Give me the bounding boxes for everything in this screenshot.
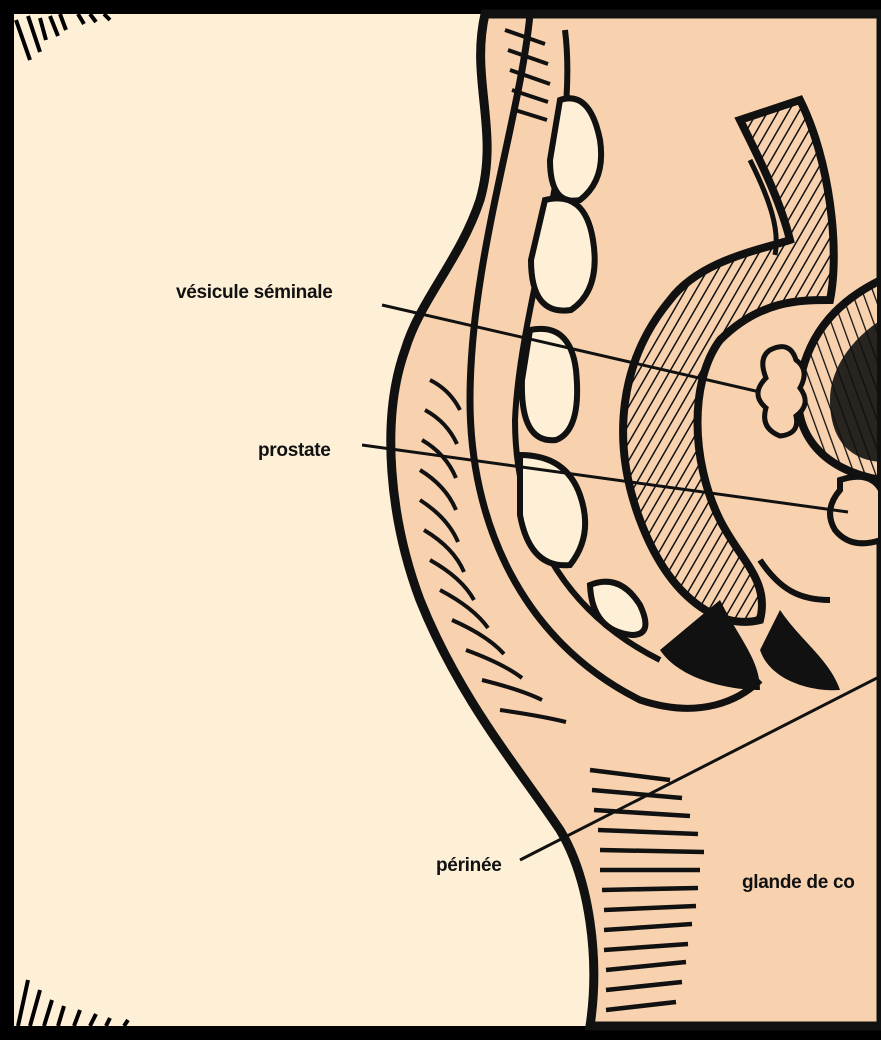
label-perinee: périnée [436,856,502,875]
seminal-vesicle [758,347,805,436]
label-vesicule-seminale: vésicule séminale [176,283,333,302]
label-glande-de-cowper: glande de co [742,873,855,892]
label-prostate: prostate [258,441,331,460]
